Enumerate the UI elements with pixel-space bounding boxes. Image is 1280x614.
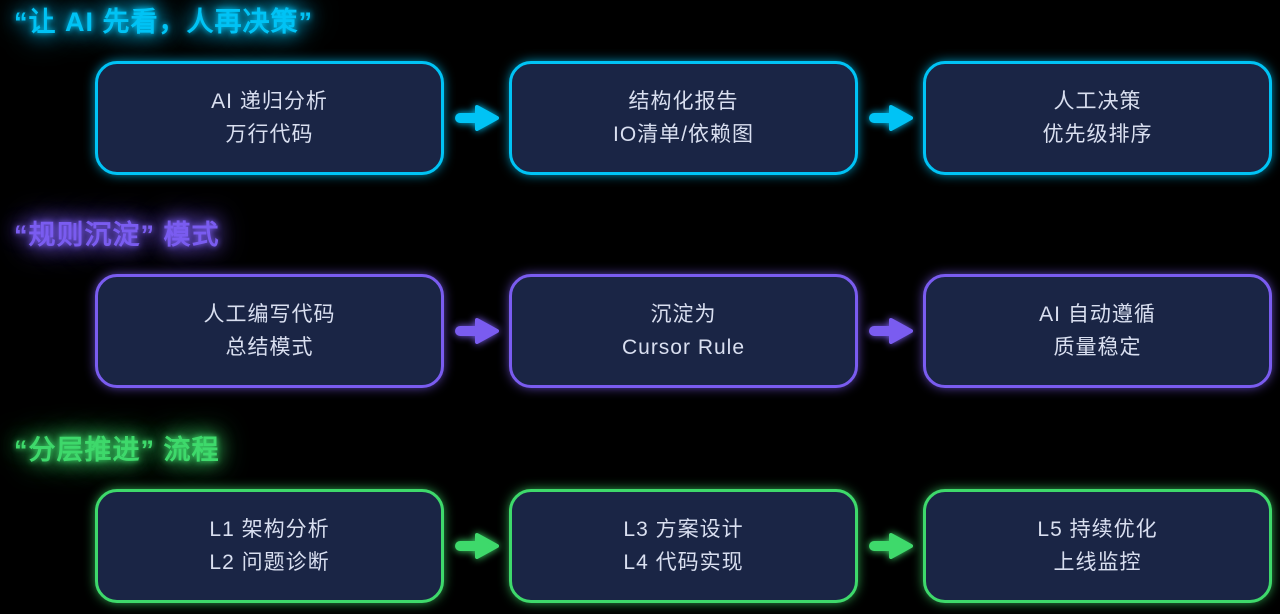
box-line-2: 总结模式 [225, 336, 314, 359]
flow-box-human-decision: 人工决策 优先级排序 [923, 61, 1272, 175]
flow-box-ai-follows: AI 自动遵循 质量稳定 [923, 274, 1272, 388]
box-line-1: 沉淀为 [650, 303, 717, 326]
box-line-1: L3 方案设计 [623, 518, 744, 541]
flow-box-l5: L5 持续优化 上线监控 [923, 489, 1272, 603]
flow-box-manual-coding: 人工编写代码 总结模式 [95, 274, 444, 388]
box-line-1: L1 架构分析 [209, 518, 330, 541]
box-line-2: 质量稳定 [1053, 336, 1142, 359]
section-title-ai-first: “让 AI 先看，人再决策” [14, 7, 314, 37]
box-line-1: AI 自动遵循 [1039, 303, 1156, 326]
box-line-2: 万行代码 [225, 123, 314, 146]
section-title-rule-deposition: “规则沉淀” 模式 [14, 220, 220, 250]
arrow-right-icon [858, 315, 923, 347]
flow-box-cursor-rule: 沉淀为 Cursor Rule [509, 274, 858, 388]
arrow-right-icon [444, 102, 509, 134]
box-line-2: 优先级排序 [1042, 123, 1153, 146]
flow-box-l3-l4: L3 方案设计 L4 代码实现 [509, 489, 858, 603]
arrow-right-icon [444, 530, 509, 562]
section-layered-process: “分层推进” 流程 L1 架构分析 L2 问题诊断 L3 方案设计 L4 代码实… [0, 432, 1280, 603]
arrow-right-icon [858, 102, 923, 134]
box-line-2: IO清单/依赖图 [612, 123, 754, 146]
box-line-1: L5 持续优化 [1037, 518, 1158, 541]
box-line-1: 人工决策 [1053, 90, 1142, 113]
arrow-right-icon [444, 315, 509, 347]
box-line-1: 结构化报告 [628, 90, 739, 113]
box-line-2: L2 问题诊断 [209, 551, 330, 574]
box-line-2: Cursor Rule [621, 336, 746, 359]
box-line-2: 上线监控 [1053, 551, 1142, 574]
section-title-layered-process: “分层推进” 流程 [14, 435, 220, 465]
flow-box-ai-analysis: AI 递归分析 万行代码 [95, 61, 444, 175]
section-rule-deposition: “规则沉淀” 模式 人工编写代码 总结模式 沉淀为 Cursor Rule [0, 217, 1280, 388]
box-line-1: AI 递归分析 [211, 90, 328, 113]
arrow-right-icon [858, 530, 923, 562]
flow-box-structured-report: 结构化报告 IO清单/依赖图 [509, 61, 858, 175]
box-line-2: L4 代码实现 [623, 551, 744, 574]
flow-row-layered-process: L1 架构分析 L2 问题诊断 L3 方案设计 L4 代码实现 [95, 489, 1272, 603]
flow-row-rule-deposition: 人工编写代码 总结模式 沉淀为 Cursor Rule AI 自 [95, 274, 1272, 388]
box-line-1: 人工编写代码 [203, 303, 336, 326]
flow-box-l1-l2: L1 架构分析 L2 问题诊断 [95, 489, 444, 603]
section-ai-first: “让 AI 先看，人再决策” AI 递归分析 万行代码 结构化报告 IO清单/依… [0, 4, 1280, 175]
flow-row-ai-first: AI 递归分析 万行代码 结构化报告 IO清单/依赖图 人工决策 [95, 61, 1272, 175]
